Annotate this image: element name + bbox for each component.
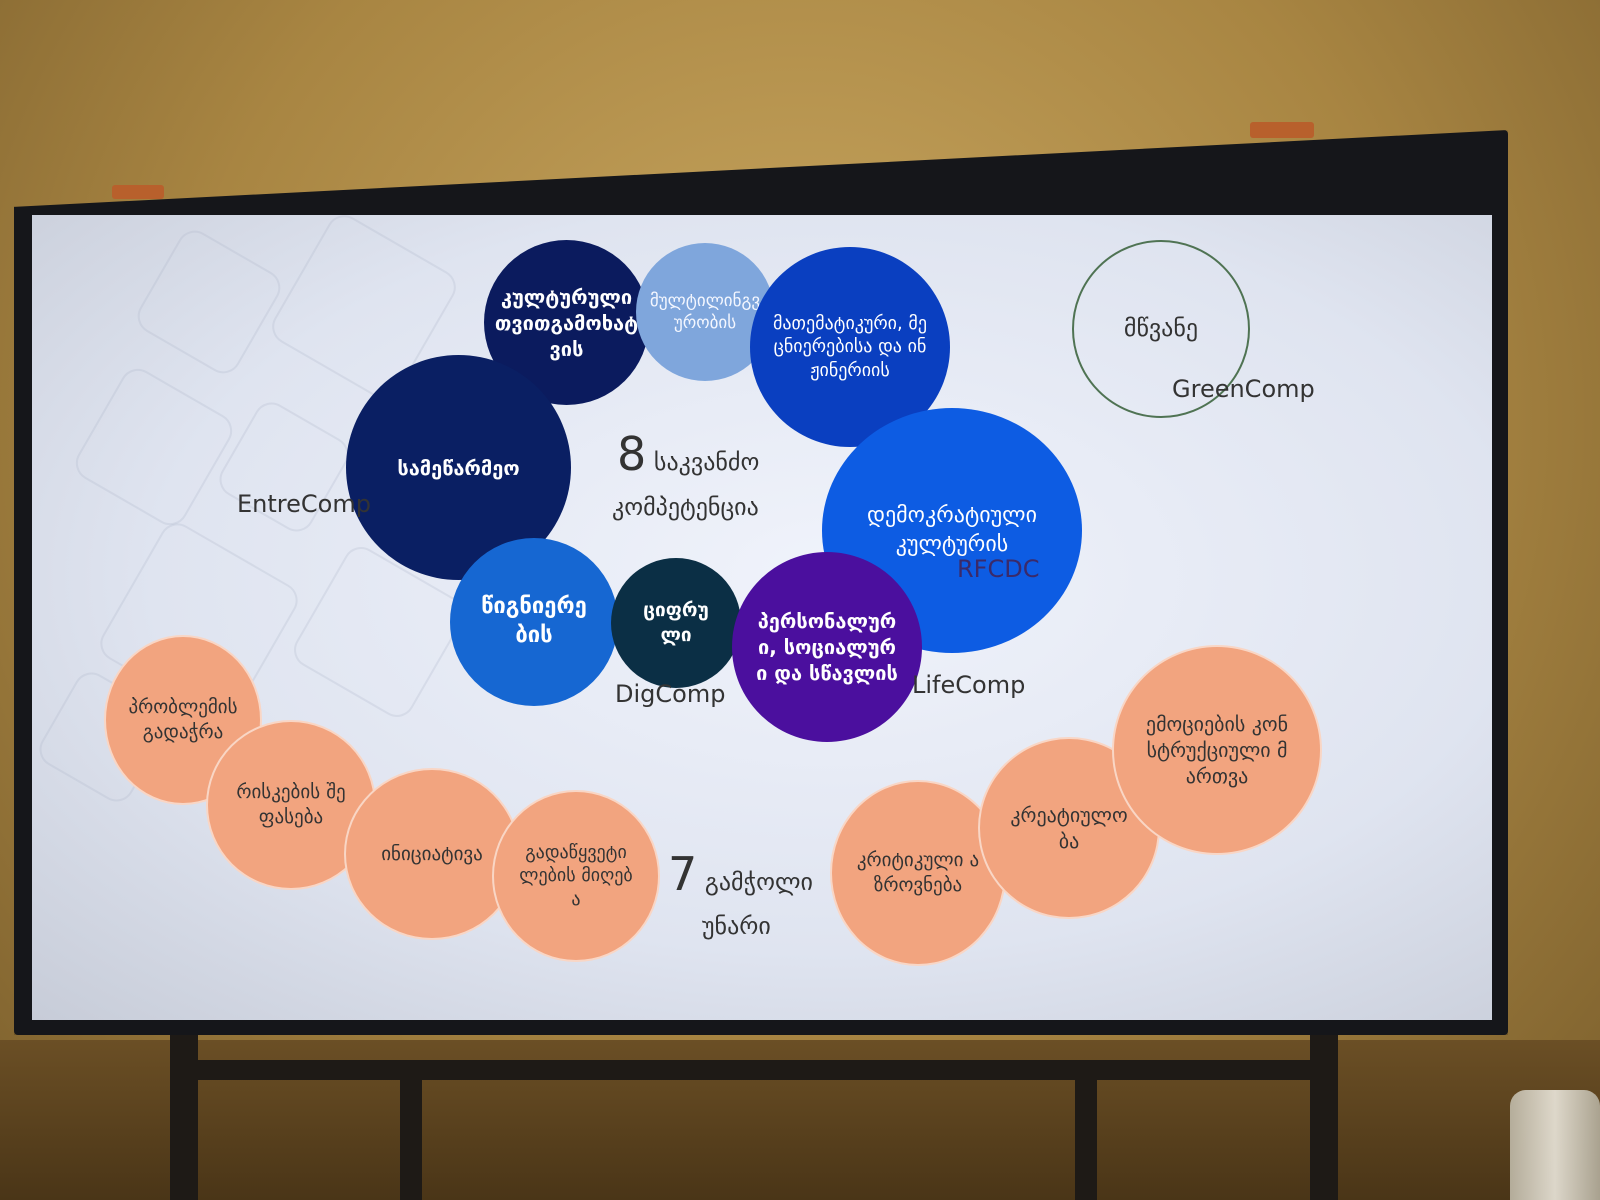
wall-hook-right xyxy=(1250,122,1314,138)
competency-literacy: წიგნიერების xyxy=(450,538,618,706)
background-hexagon xyxy=(131,224,287,380)
framework-label-entrecomp: EntreComp xyxy=(237,490,371,518)
key-competencies-word1: საკვანძო xyxy=(653,448,760,476)
competency-multilingual: მულტილინგვურობის xyxy=(636,243,774,381)
presentation-slide: კულტურული თვითგამოხატვის მულტილინგვურობი… xyxy=(32,215,1492,1020)
framework-label-digcomp: DigComp xyxy=(615,680,726,708)
transversal-skills-word1: გამჭოლი xyxy=(704,868,813,896)
skill-label: პრობლემის გადაჭრა xyxy=(128,696,238,743)
wall-hook-left xyxy=(112,185,164,199)
green-competency-circle: მწვანე xyxy=(1072,240,1250,418)
competency-label: სამეწარმეო xyxy=(397,455,520,480)
transversal-skills-title: 7 გამჭოლი xyxy=(668,847,813,901)
competency-label: მულტილინგვურობის xyxy=(649,290,761,333)
transversal-skills-count: 7 xyxy=(668,847,698,901)
skill-critical-thinking: კრიტიკული აზროვნება xyxy=(830,780,1006,966)
skill-emotion-management: ემოციების კონსტრუქციული მართვა xyxy=(1112,645,1322,855)
transversal-skills-subtitle: უნარი xyxy=(702,912,771,940)
competency-label: წიგნიერების xyxy=(481,594,587,648)
skill-label: კრიტიკული აზროვნება xyxy=(856,849,980,896)
key-competencies-count: 8 xyxy=(617,427,647,481)
competency-digital: ციფრული xyxy=(611,558,741,688)
competency-cultural-expression: კულტურული თვითგამოხატვის xyxy=(484,240,649,405)
skill-label: ემოციების კონსტრუქციული მართვა xyxy=(1145,712,1289,788)
key-competencies-title: 8 საკვანძო xyxy=(617,427,759,481)
competency-label: დემოკრატიული კულტურის xyxy=(867,502,1037,557)
framework-label-greencomp: GreenComp xyxy=(1172,375,1315,403)
stand-post-left xyxy=(400,1060,422,1200)
skill-label: რისკების შეფასება xyxy=(236,781,346,828)
key-competencies-subtitle: კომპეტენცია xyxy=(612,493,759,521)
competency-label: კულტურული თვითგამოხატვის xyxy=(494,284,639,361)
skill-label: გადაწყვეტილების მიღება xyxy=(519,841,633,910)
framework-label-lifecomp: LifeComp xyxy=(912,671,1026,699)
green-circle-label: მწვანე xyxy=(1123,314,1199,343)
stand-crossbar xyxy=(170,1060,1338,1080)
stand-leg-right xyxy=(1310,1020,1338,1200)
background-hexagon xyxy=(69,362,239,532)
skill-label: კრეატიულობა xyxy=(1010,803,1128,853)
skill-risk-assessment: რისკების შეფასება xyxy=(206,720,376,890)
framework-label-rfcdc: RFCDC xyxy=(957,555,1040,583)
competency-label: ციფრული xyxy=(643,599,709,646)
competency-label: მათემატიკური, მეცნიერებისა და ინჟინერიის xyxy=(773,312,927,381)
skill-decision-making: გადაწყვეტილების მიღება xyxy=(492,790,660,962)
skill-initiative: ინიციატივა xyxy=(344,768,520,940)
skill-label: ინიციატივა xyxy=(381,842,483,865)
stand-leg-left xyxy=(170,1020,198,1200)
stand-post-right xyxy=(1075,1060,1097,1200)
competency-personal-social-learning: პერსონალური, სოციალური და სწავლის xyxy=(732,552,922,742)
water-bottle xyxy=(1510,1090,1600,1200)
competency-label: პერსონალური, სოციალური და სწავლის xyxy=(756,609,898,685)
